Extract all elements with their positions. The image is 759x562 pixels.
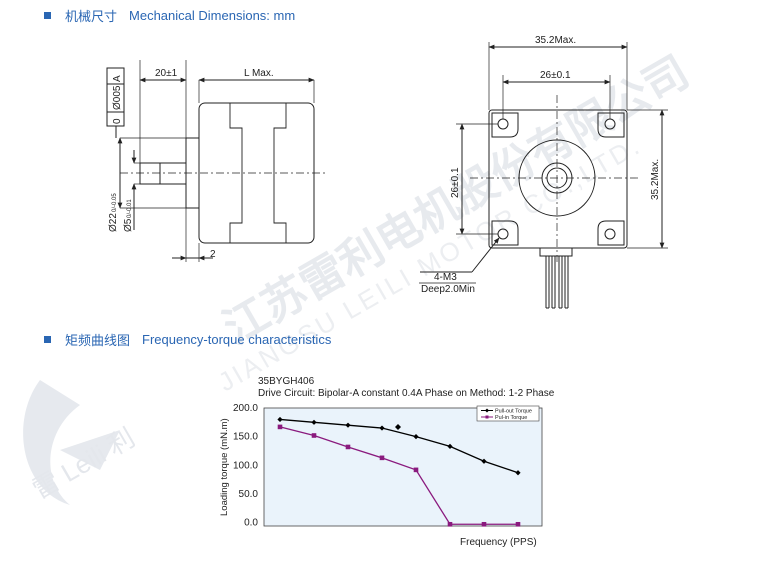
dim-height-max: 35.2Max.	[650, 159, 661, 200]
dim-flange: 2	[210, 249, 216, 260]
y-tick-labels: 0.0 50.0 100.0 150.0 200.0	[233, 403, 258, 529]
data-point	[379, 455, 385, 461]
dim-shaft-length: 20±1	[155, 68, 178, 79]
y-axis-label: Loading torque (mN.m)	[219, 418, 230, 516]
dim-hole-spacing-vertical: 26±0.1	[450, 167, 461, 198]
tol-flatness: 0	[112, 118, 123, 124]
section-header-frequency: 矩频曲线图 Frequency-torque characteristics	[44, 330, 331, 349]
section-title-en: Frequency-torque characteristics	[142, 332, 332, 347]
data-point	[345, 422, 351, 428]
dia-boss: Ø22	[108, 213, 119, 232]
tol-datum: A	[112, 75, 123, 82]
chart-model: 35BYGH406	[258, 376, 315, 387]
plot-area	[263, 407, 543, 527]
data-point	[277, 424, 283, 430]
data-point	[447, 443, 453, 449]
y-tick-label: 50.0	[239, 489, 259, 500]
y-tick-label: 100.0	[233, 460, 258, 471]
y-tick-label: 0.0	[244, 518, 258, 529]
data-point	[277, 416, 283, 423]
section-header-mechanical: 机械尺寸 Mechanical Dimensions: mm	[44, 6, 295, 25]
dia-shaft: Ø5	[123, 218, 134, 232]
hole-note-depth: Deep2.0Min	[421, 284, 475, 295]
section-title-zh: 矩频曲线图	[65, 333, 131, 348]
lead-wires	[545, 256, 569, 309]
section-title-zh: 机械尺寸	[65, 9, 118, 24]
dia-boss-tol: 0/-0.05	[112, 193, 118, 212]
x-axis-label: Frequency (PPS)	[460, 537, 537, 548]
data-point	[481, 458, 487, 464]
data-point	[481, 521, 487, 527]
legend-label-pullin: Pul-in Torque	[495, 415, 527, 421]
stray-marker	[395, 424, 401, 430]
mounting-holes	[491, 112, 625, 246]
data-point	[413, 467, 419, 473]
y-tick-label: 200.0	[233, 403, 258, 414]
dim-hole-spacing: 26±0.1	[540, 70, 571, 81]
dim-width-max: 35.2Max.	[535, 35, 576, 46]
series-line-1	[279, 426, 518, 525]
series-line-0	[279, 418, 519, 474]
data-point	[311, 419, 317, 425]
dim-body-length: L Max.	[244, 68, 274, 79]
tol-perpendicularity: Ø005	[112, 85, 123, 110]
dia-shaft-tol: 0/-0.01	[127, 199, 133, 218]
wire-connector	[539, 247, 573, 257]
section-bullet	[44, 336, 51, 343]
data-point	[345, 444, 351, 450]
series-layer	[277, 416, 521, 527]
section-title-en: Mechanical Dimensions: mm	[129, 8, 296, 23]
legend: Pull-out Torque Pul-in Torque	[476, 405, 540, 422]
section-bullet	[44, 12, 51, 19]
mechanical-drawing: 20±1 L Max. 2 0 Ø005 A Ø22 0/-0.05 Ø5 0/…	[106, 35, 668, 309]
hole-note-thread: 4-M3	[434, 272, 457, 283]
chart-drive-circuit: Drive Circuit: Bipolar-A constant 0.4A P…	[258, 388, 555, 399]
data-point	[311, 433, 317, 438]
legend-label-pullout: Pull-out Torque	[495, 409, 532, 415]
data-point	[515, 470, 521, 476]
motor-shaft	[139, 162, 187, 185]
data-point	[413, 434, 419, 440]
data-point	[515, 521, 521, 527]
data-point	[447, 521, 453, 527]
data-point	[379, 425, 385, 431]
y-tick-label: 150.0	[233, 432, 258, 443]
